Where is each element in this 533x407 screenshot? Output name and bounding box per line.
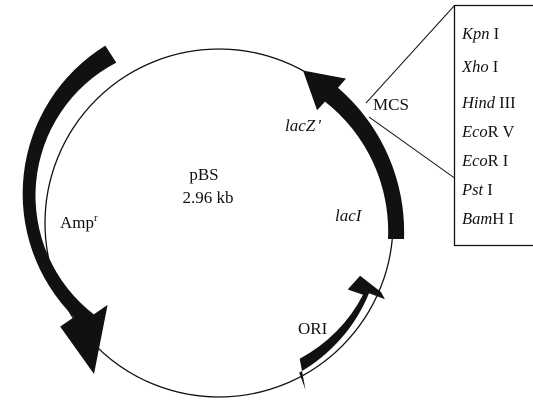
mcs-site-roman: I xyxy=(489,57,499,76)
ori-label: ORI xyxy=(298,319,328,338)
mcs-site-roman: H I xyxy=(492,209,514,228)
mcs-site-roman: III xyxy=(495,93,516,112)
amp-label-superscript: r xyxy=(94,212,98,224)
mcs-callout-line-bottom xyxy=(368,116,455,179)
mcs-site-italic: Hind xyxy=(461,93,496,112)
mcs-site: EcoR I xyxy=(461,151,508,170)
mcs-site-italic: Eco xyxy=(461,122,488,141)
mcs-site-italic: Xho xyxy=(461,57,489,76)
plasmid-name: pBS xyxy=(189,165,218,184)
lacz-label-prime: ' xyxy=(317,116,321,135)
plasmid-size: 2.96 kb xyxy=(183,188,234,207)
mcs-box xyxy=(453,4,533,247)
lacz-laci-arrow xyxy=(303,70,405,239)
mcs-site-italic: Bam xyxy=(462,209,492,228)
mcs-site-roman: I xyxy=(490,24,500,43)
amp-arrow xyxy=(22,45,117,374)
ori-arrow xyxy=(299,275,385,390)
mcs-callout-line-top xyxy=(365,5,455,104)
mcs-site: Kpn I xyxy=(461,24,499,43)
amp-label-main: Amp xyxy=(60,213,94,232)
mcs-site-italic: Eco xyxy=(461,151,488,170)
mcs-site-roman: I xyxy=(483,180,493,199)
amp-label: Ampr xyxy=(60,212,98,232)
lacz-label-main: lacZ xyxy=(285,116,316,135)
mcs-site: Pst I xyxy=(461,180,493,199)
mcs-site: EcoR V xyxy=(461,122,514,141)
mcs-site-list: Kpn I Xho I Hind III EcoR V EcoR I Pst I… xyxy=(461,24,516,228)
mcs-site: Xho I xyxy=(461,57,498,76)
mcs-site-italic: Kpn xyxy=(461,24,490,43)
lacz-label: lacZ' xyxy=(285,116,321,135)
laci-label: lacI xyxy=(335,206,363,225)
mcs-site: Hind III xyxy=(461,93,516,112)
mcs-site-roman: R V xyxy=(488,122,515,141)
mcs-label: MCS xyxy=(373,95,409,114)
mcs-site-italic: Pst xyxy=(461,180,484,199)
mcs-site: BamH I xyxy=(462,209,514,228)
mcs-site-roman: R I xyxy=(488,151,509,170)
